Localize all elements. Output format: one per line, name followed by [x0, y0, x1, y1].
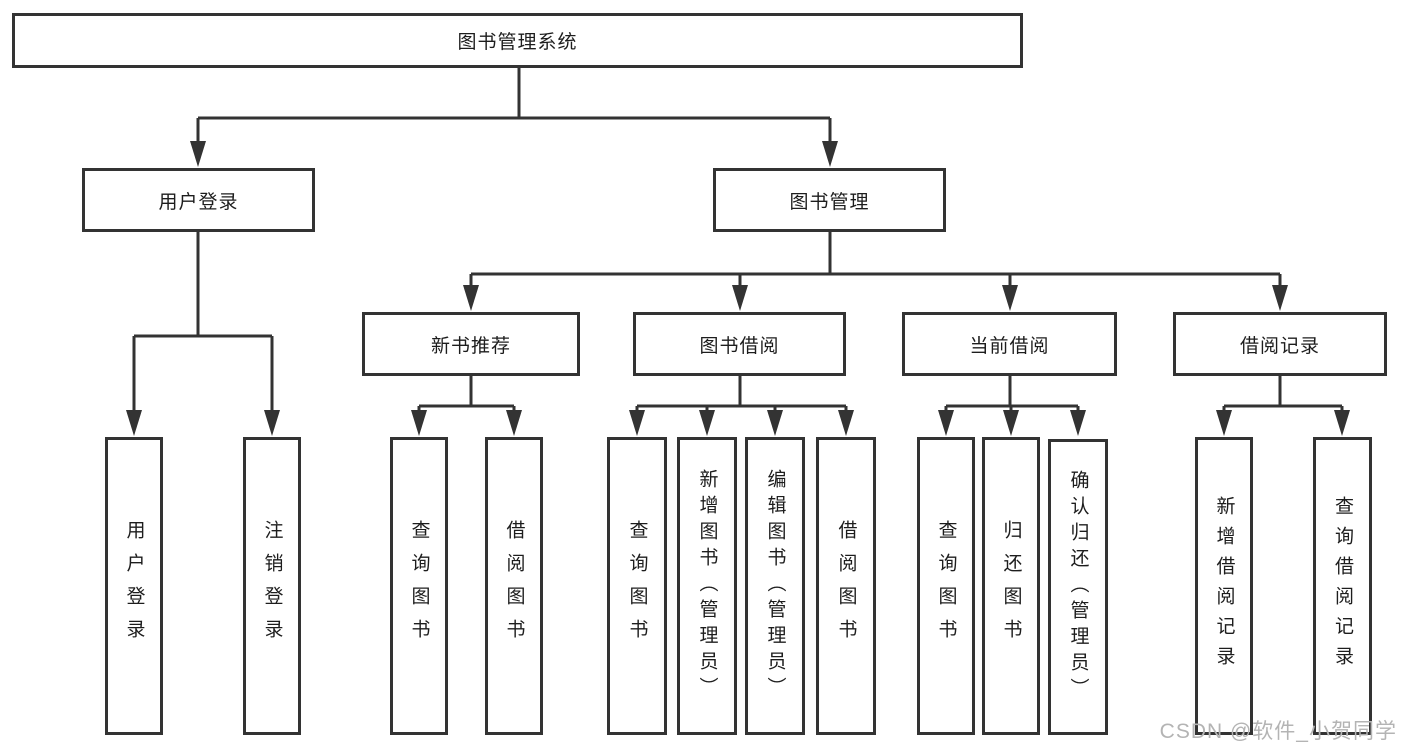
leaf-add-book-admin: 新增图书（管理员）	[677, 437, 737, 735]
leaf-logout: 注销登录	[243, 437, 301, 735]
leaf-edit-book-admin: 编辑图书（管理员）	[745, 437, 805, 735]
leaf-borrow-books: 借阅图书	[816, 437, 876, 735]
node-borrow-record: 借阅记录	[1173, 312, 1387, 376]
leaf-return-book: 归还图书	[982, 437, 1040, 735]
node-library-management-system: 图书管理系统	[12, 13, 1023, 68]
node-current-borrow: 当前借阅	[902, 312, 1117, 376]
leaf-confirm-return-admin: 确认归还（管理员）	[1048, 439, 1108, 735]
node-new-book-recommend: 新书推荐	[362, 312, 580, 376]
leaf-user-login: 用户登录	[105, 437, 163, 735]
leaf-query-borrow-record: 查询借阅记录	[1313, 437, 1372, 735]
leaf-query-books-borrow: 查询图书	[607, 437, 667, 735]
leaf-add-borrow-record: 新增借阅记录	[1195, 437, 1253, 735]
node-book-borrow: 图书借阅	[633, 312, 846, 376]
leaf-borrow-books-recommend: 借阅图书	[485, 437, 543, 735]
node-book-management: 图书管理	[713, 168, 946, 232]
leaf-query-books-current: 查询图书	[917, 437, 975, 735]
node-user-login: 用户登录	[82, 168, 315, 232]
csdn-watermark: CSDN @软件_小贺同学	[1159, 720, 1397, 743]
leaf-query-books-recommend: 查询图书	[390, 437, 448, 735]
